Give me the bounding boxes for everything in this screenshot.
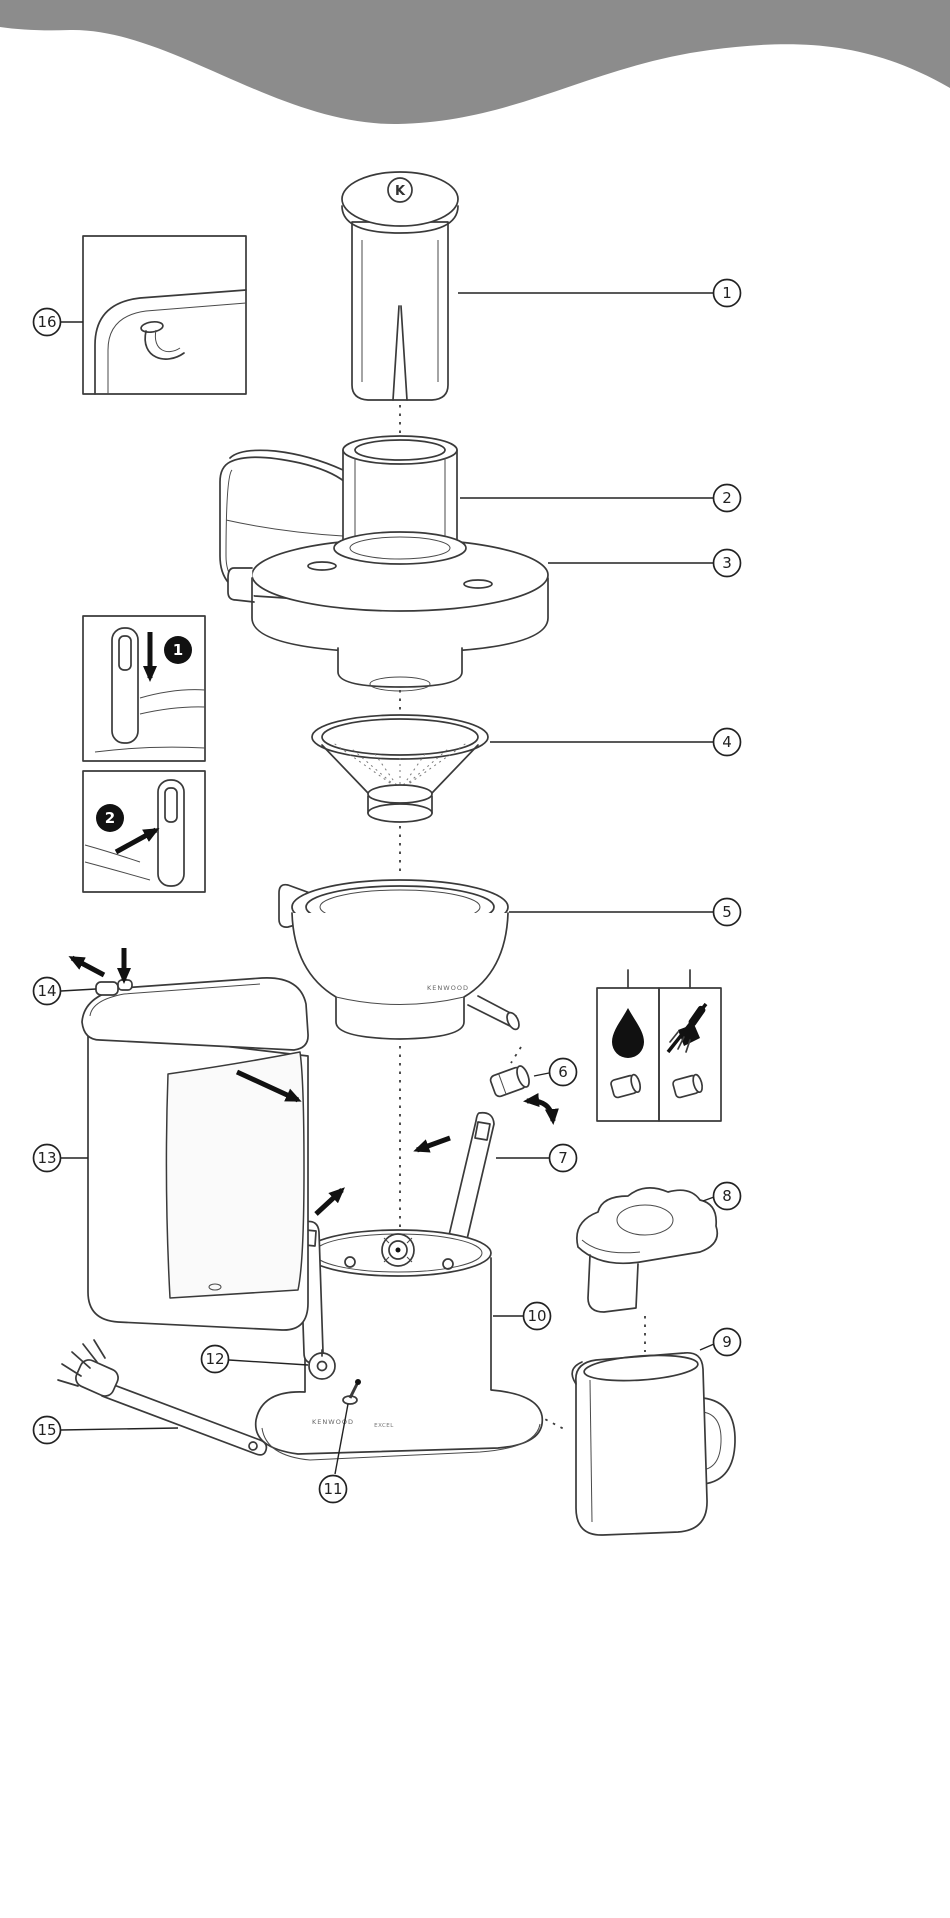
part-5-juicing-bowl: KENWOOD — [278, 879, 520, 1040]
part-13-pulp-container — [68, 948, 309, 1331]
svg-text:8: 8 — [722, 1187, 732, 1205]
svg-text:11: 11 — [323, 1480, 342, 1498]
callout-6: 6 — [533, 1057, 578, 1087]
svg-text:6: 6 — [558, 1063, 568, 1081]
callout-2: 2 — [460, 483, 742, 513]
base-model-label: EXCEL — [374, 1423, 394, 1429]
bowl-brand-label: KENWOOD — [427, 984, 469, 992]
svg-text:5: 5 — [722, 903, 732, 921]
part-15-cleaning-brush — [57, 1339, 268, 1456]
step-2-number: 2 — [105, 809, 115, 827]
inset-16-cord-storage — [82, 235, 247, 395]
pusher-k-logo: K — [395, 184, 406, 199]
callout-10: 10 — [493, 1301, 552, 1331]
svg-text:12: 12 — [205, 1350, 224, 1368]
callout-13: 13 — [32, 1143, 88, 1173]
container-remove-arrow — [235, 1069, 302, 1103]
spout-icon-washable — [610, 1073, 642, 1099]
filter-mesh-lines — [331, 741, 469, 791]
svg-text:15: 15 — [37, 1421, 56, 1439]
spout-icon-no-scrub — [672, 1073, 704, 1099]
callout-11: 11 — [318, 1403, 349, 1504]
callout-1: 1 — [458, 278, 742, 308]
svg-text:7: 7 — [558, 1149, 568, 1167]
part-9-juice-jug — [571, 1351, 736, 1536]
assembly-dotted-lines — [399, 405, 646, 1431]
step-1-badge — [164, 636, 192, 664]
svg-text:10: 10 — [527, 1307, 546, 1325]
twist-arrow — [523, 1093, 559, 1125]
speed-control-knob — [308, 1352, 336, 1380]
callout-14: 14 — [32, 976, 97, 1006]
svg-text:16: 16 — [37, 313, 56, 331]
step-1-number: 1 — [173, 641, 183, 659]
svg-text:9: 9 — [722, 1333, 732, 1351]
power-switch — [342, 1379, 361, 1405]
part-14-latch-clip — [68, 948, 133, 996]
callout-4: 4 — [490, 727, 742, 757]
base-lever-arrow — [314, 1187, 345, 1216]
svg-text:14: 14 — [37, 982, 56, 1000]
header-wave — [0, 0, 950, 125]
step-2-inset: 2 — [82, 770, 206, 893]
callout-5: 5 — [509, 897, 742, 927]
callout-12: 12 — [200, 1344, 309, 1374]
part-8-lid-attachment — [576, 1187, 719, 1313]
part-3-lid — [227, 531, 549, 692]
callout-15: 15 — [32, 1415, 179, 1445]
callout-9: 9 — [699, 1327, 742, 1357]
svg-text:4: 4 — [722, 733, 732, 751]
care-icons-panel — [596, 969, 722, 1122]
svg-text:13: 13 — [37, 1149, 56, 1167]
water-drop-icon — [612, 1008, 644, 1058]
step-2-badge — [96, 804, 124, 832]
part-1-food-pusher: K — [341, 171, 459, 401]
callout-16: 16 — [32, 307, 83, 337]
lever-arrow — [413, 1135, 451, 1153]
svg-text:2: 2 — [722, 489, 732, 507]
svg-text:1: 1 — [722, 284, 732, 302]
part-2-feed-tube — [219, 435, 458, 603]
step-1-inset: 1 — [82, 615, 206, 762]
callout-8: 8 — [702, 1181, 742, 1211]
callouts: 1 2 3 4 5 6 7 — [32, 278, 742, 1504]
callout-3: 3 — [548, 548, 742, 578]
callout-7: 7 — [496, 1143, 578, 1173]
part-4-filter-basket — [311, 714, 489, 823]
no-scrub-icon — [666, 1002, 708, 1054]
base-brand-label: KENWOOD — [312, 1418, 354, 1426]
svg-text:3: 3 — [722, 554, 732, 572]
part-6-spout — [489, 1065, 559, 1125]
